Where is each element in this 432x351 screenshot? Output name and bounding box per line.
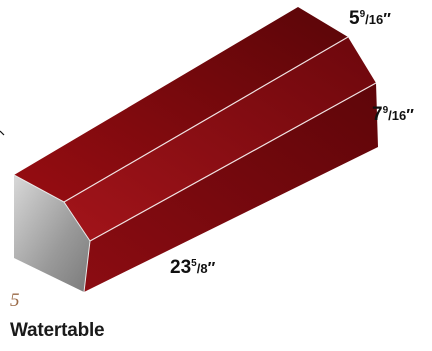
dimension-length-numerator: 5	[191, 258, 197, 269]
product-title: Watertable	[10, 320, 105, 341]
dimension-top-width-whole: 5	[349, 8, 360, 29]
edge-bevel-front	[89, 82, 377, 242]
dimension-height-whole: 7	[372, 104, 383, 125]
block-end-face	[14, 175, 90, 292]
dimension-length-denominator: 8	[200, 261, 207, 276]
dimension-length-whole: 23	[170, 257, 191, 278]
dimension-top-width-numerator: 9	[360, 9, 366, 20]
dimension-height-numerator: 9	[383, 105, 389, 116]
dimension-length: 235/8″	[170, 257, 216, 278]
dimension-top-width-unit: ″	[383, 11, 391, 28]
dimension-height: 79/16″	[372, 104, 414, 125]
block-top-face	[14, 7, 348, 202]
dimension-height-denominator: 16	[392, 108, 406, 123]
dimension-height-unit: ″	[406, 107, 414, 124]
edge-top-bevel	[63, 36, 349, 203]
dimension-top-width-denominator: 16	[369, 12, 383, 27]
leader-tick	[0, 130, 5, 136]
figure-number: 5	[10, 290, 20, 311]
block-front-face	[84, 83, 378, 292]
dimension-length-unit: ″	[208, 260, 216, 277]
edge-end-outline	[13, 174, 91, 293]
block-bevel-face	[64, 37, 376, 241]
dimension-top-width: 59/16″	[349, 8, 391, 29]
